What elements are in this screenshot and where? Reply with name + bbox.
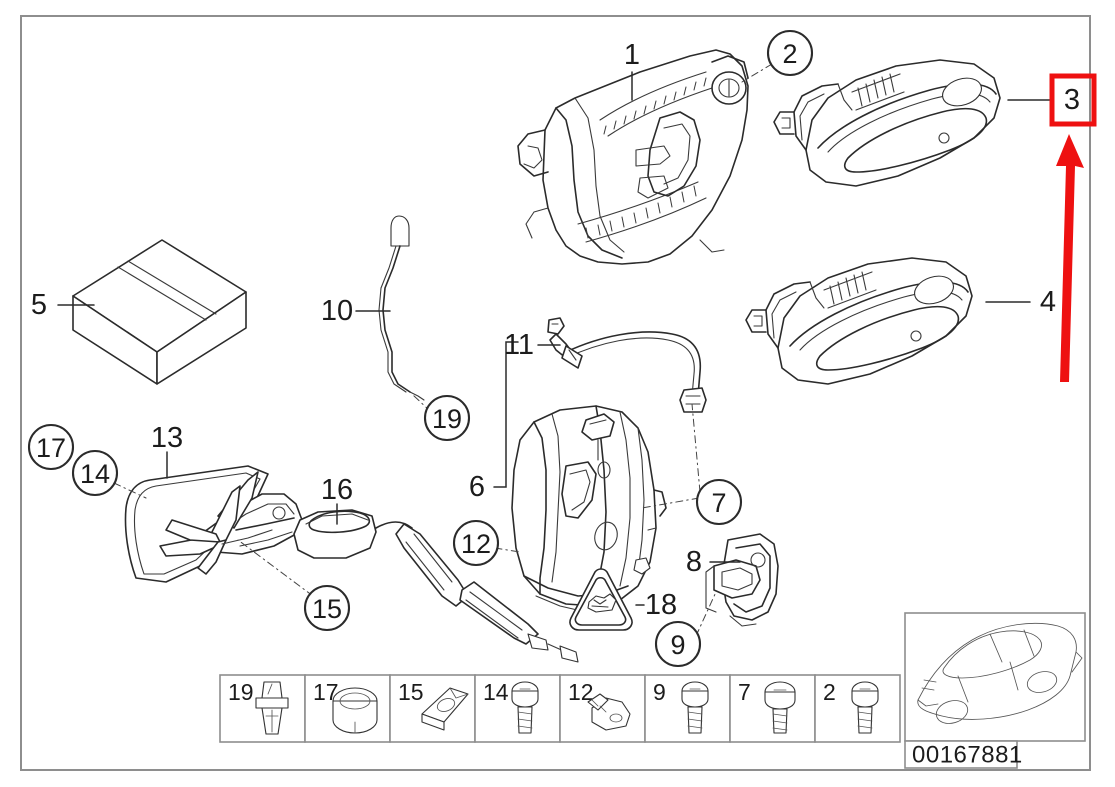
callout-8[interactable]: 8 [686,546,702,578]
part-5-packaged-kit [72,239,247,385]
callout-10[interactable]: 10 [321,295,353,327]
callout-5[interactable]: 5 [31,289,47,321]
legend-number: 15 [398,679,424,705]
vehicle-thumbnail-panel: 00167881 [904,612,1086,769]
part-1-handle-carrier [517,49,749,265]
legend-cell-15[interactable]: 15 [389,674,476,743]
callout-label: 12 [461,529,491,559]
callout-label: 3 [1064,84,1080,116]
screw-icon [764,681,796,734]
part-12-door-lock-assembly [511,405,667,613]
legend-number: 14 [483,679,509,705]
screw-icon [851,681,879,734]
callout-14[interactable]: 14 [71,449,119,497]
diagram-border [20,15,1091,771]
legend-cell-7[interactable]: 7 [729,674,816,743]
expanding-rivet-icon [255,681,289,735]
callout-9[interactable]: 9 [654,620,702,668]
connector-clip-icon [587,693,631,731]
highlight-box [1049,73,1097,127]
callout-label: 10 [321,295,353,327]
highlight-arrow-icon [1056,134,1084,382]
callout-7[interactable]: 7 [695,478,743,526]
callout-label: 19 [432,404,462,434]
callout-label: 5 [31,289,47,321]
legend-cell-19[interactable]: 19 [219,674,306,743]
callout-label: 7 [711,488,726,518]
callout-label: 4 [1040,286,1056,318]
part-4-exterior-door-handle [745,257,973,385]
legend-number: 19 [228,679,254,705]
part-10-lock-rod [378,215,425,401]
callout-3[interactable]: 3 [1064,84,1080,116]
callout-markers: 1 2 3 4 5 6 7 8 [27,29,1080,668]
screw-icon [511,681,539,734]
callout-label: 8 [686,546,702,578]
callout-label: 2 [782,39,797,69]
leader-lines [57,63,1053,637]
part-13-14-seal-and-bracket [124,465,303,583]
part-3-exterior-door-handle [773,59,1001,187]
screw-icon [681,681,709,734]
callout-6[interactable]: 6 [469,471,485,503]
callout-19[interactable]: 19 [423,394,471,442]
callout-label: 14 [80,459,110,489]
legend-number: 2 [823,679,836,705]
car-silhouette-icon [917,622,1083,724]
red-highlight-annotation [1049,73,1097,382]
grommet-icon [332,687,378,734]
callout-label: 16 [321,474,353,506]
callout-label: 6 [469,471,485,503]
callout-label: 1 [624,39,640,71]
legend-cell-12[interactable]: 12 [559,674,646,743]
legend-number: 9 [653,679,666,705]
legend-cell-9[interactable]: 9 [644,674,731,743]
diagram-id-label: 00167881 [912,742,1023,769]
clip-nut-icon [421,687,469,731]
rib-hatch-lower [585,185,697,239]
part-8-striker-plate [705,533,779,627]
callout-label: 17 [36,433,66,463]
callout-17[interactable]: 17 [27,423,75,471]
callout-13[interactable]: 13 [151,422,183,454]
callout-label: 9 [670,630,685,660]
part-16-actuator-rod-and-grommet [293,509,579,663]
part-11-bowden-cable [547,317,707,413]
callout-11[interactable]: 11 [504,329,534,361]
callout-4[interactable]: 4 [1040,286,1056,318]
warning-triangle-icon [569,568,633,631]
callout-label: 18 [645,589,677,621]
callout-label: 15 [312,594,342,624]
legend-cell-2[interactable]: 2 [814,674,901,743]
callout-18[interactable]: 18 [645,589,677,621]
callout-15[interactable]: 15 [303,584,351,632]
legend-number: 7 [738,679,751,705]
callout-label: 13 [151,422,183,454]
legend-strip: 19 17 [219,674,901,743]
callout-1[interactable]: 1 [624,39,640,71]
callout-2[interactable]: 2 [766,29,814,77]
legend-cell-14[interactable]: 14 [474,674,561,743]
callout-label: 11 [504,329,534,361]
rib-hatch-upper [603,77,707,135]
callout-16[interactable]: 16 [321,474,353,506]
callout-12[interactable]: 12 [452,519,500,567]
legend-cell-17[interactable]: 17 [304,674,391,743]
